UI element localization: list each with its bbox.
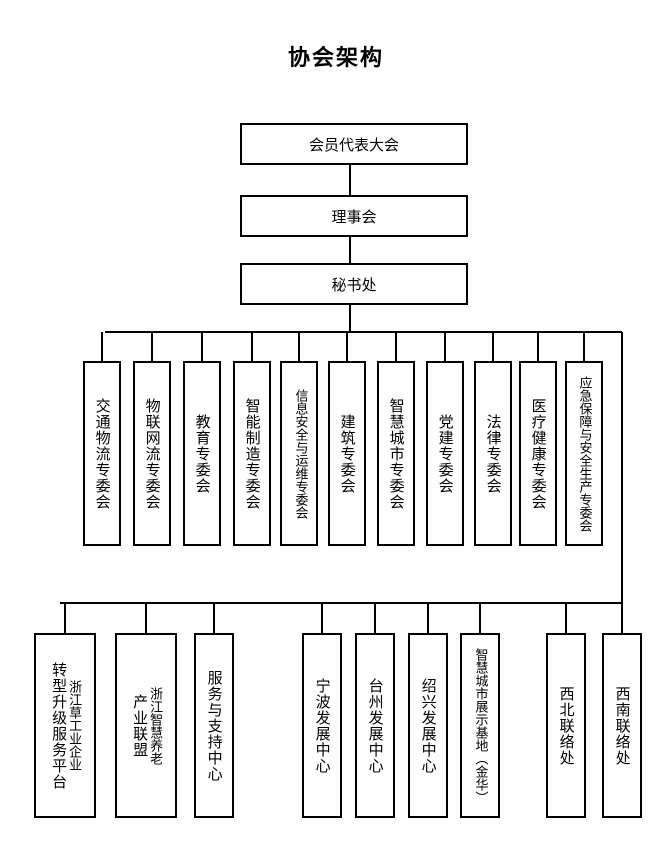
branch-box: 产业联盟浙江智慧养老 [115,633,177,818]
committee-box: 智能制造专委会 [233,361,271,546]
committee-box: 物联网流专委会 [133,361,171,546]
committee-label: 法律专委会 [484,413,503,494]
committee-label: 医疗健康专委会 [529,397,548,510]
branch-box: 绍兴发展中心 [408,633,448,818]
council-box: 理事会 [240,195,468,237]
committee-box: 法律专委会 [474,361,512,546]
committee-box: 建筑专委会 [328,361,366,546]
branch-box: 智慧城市展示基地（金华） [460,633,500,818]
committee-box: 智慧城市专委会 [377,361,415,546]
committee-label: 党建专委会 [436,413,455,494]
committee-label: 建筑专委会 [338,413,357,494]
branch-label: 服务与支持中心 [205,669,224,782]
committee-box: 交通物流专委会 [83,361,121,546]
committee-label: 应急保障与安全生产专委会 [576,375,592,532]
chart-title: 协会架构 [287,46,384,71]
committee-label: 智能制造专委会 [243,397,262,510]
branch-label: 智慧城市展示基地（金华） [472,647,488,804]
branch-label: 绍兴发展中心 [419,677,438,774]
branch-box: 西北联络处 [546,633,586,818]
branch-sublabel: 浙江草工业企业 [66,680,82,771]
committee-label: 教育专委会 [193,413,212,494]
committee-box: 教育专委会 [183,361,221,546]
general-assembly-label: 会员代表大会 [308,135,399,154]
branch-box: 服务与支持中心 [194,633,234,818]
branch-label: 产业联盟 [131,693,150,758]
branch-label: 西南联络处 [613,685,632,766]
branch-label: 转型升级服务平台 [50,661,69,790]
secretariat-label: 秘书处 [331,275,377,294]
general-assembly-box: 会员代表大会 [240,123,468,165]
secretariat-box: 秘书处 [240,263,468,305]
committee-box: 应急保障与安全生产专委会 [565,361,603,546]
branch-label: 西北联络处 [557,685,576,766]
branch-box: 转型升级服务平台浙江草工业企业 [34,633,96,818]
branch-box: 西南联络处 [602,633,642,818]
committee-box: 医疗健康专委会 [519,361,557,546]
council-label: 理事会 [331,207,377,226]
committee-label: 智慧城市专委会 [387,397,406,510]
committee-box: 信息安全与运维专委会 [280,361,318,546]
committee-label: 物联网流专委会 [143,397,162,510]
committee-label: 信息安全与运维专委会 [292,388,308,519]
committee-label: 交通物流专委会 [93,397,112,510]
branch-box: 宁波发展中心 [302,633,342,818]
committee-box: 党建专委会 [426,361,464,546]
branch-label: 台州发展中心 [366,677,385,774]
branch-box: 台州发展中心 [355,633,395,818]
branch-sublabel: 浙江智慧养老 [147,686,163,765]
branch-label: 宁波发展中心 [313,677,332,774]
